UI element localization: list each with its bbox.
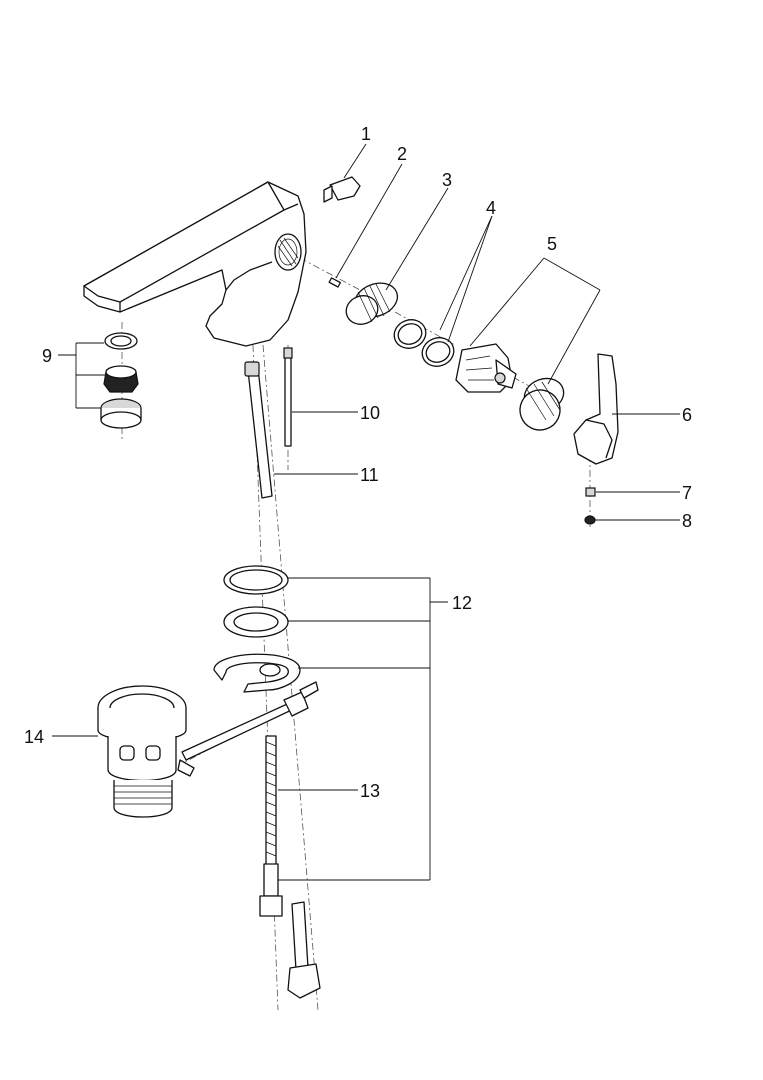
callout-8: 8 xyxy=(682,511,692,531)
part-11-hose xyxy=(244,361,273,499)
part-5-cartridge xyxy=(455,343,517,393)
callout-4: 4 xyxy=(486,198,496,218)
supply-connector xyxy=(287,901,321,999)
part-2-pin xyxy=(328,277,342,288)
callout-6: 6 xyxy=(682,405,692,425)
callout-1: 1 xyxy=(361,124,371,144)
mixer-body xyxy=(83,181,307,347)
part-12-washer-set xyxy=(213,565,301,693)
part-5-bonnet xyxy=(519,377,565,431)
assembly-axes xyxy=(121,257,591,1011)
leader-lines xyxy=(52,143,680,881)
part-7-grub-screw xyxy=(585,487,596,497)
callout-2: 2 xyxy=(397,144,407,164)
part-10-lift-rod xyxy=(283,347,293,447)
part-8-cover-cap xyxy=(584,515,596,525)
callout-3: 3 xyxy=(442,170,452,190)
part-6-lever-handle xyxy=(573,353,619,465)
callout-14: 14 xyxy=(24,727,44,747)
part-4-o-rings xyxy=(393,319,455,367)
callout-numbers: 1 2 3 4 5 6 7 8 9 10 11 12 13 14 xyxy=(24,124,692,801)
callout-5: 5 xyxy=(547,234,557,254)
part-14-waste xyxy=(97,681,319,818)
part-13-threaded-rod xyxy=(259,735,283,917)
part-9-aerator xyxy=(100,332,142,429)
part-3-threaded-ring xyxy=(345,282,399,325)
callout-9: 9 xyxy=(42,346,52,366)
callout-7: 7 xyxy=(682,483,692,503)
callout-10: 10 xyxy=(360,403,380,423)
callout-11: 11 xyxy=(360,465,379,485)
callout-12: 12 xyxy=(452,593,472,613)
part-1-cap xyxy=(323,176,361,203)
callout-13: 13 xyxy=(360,781,380,801)
